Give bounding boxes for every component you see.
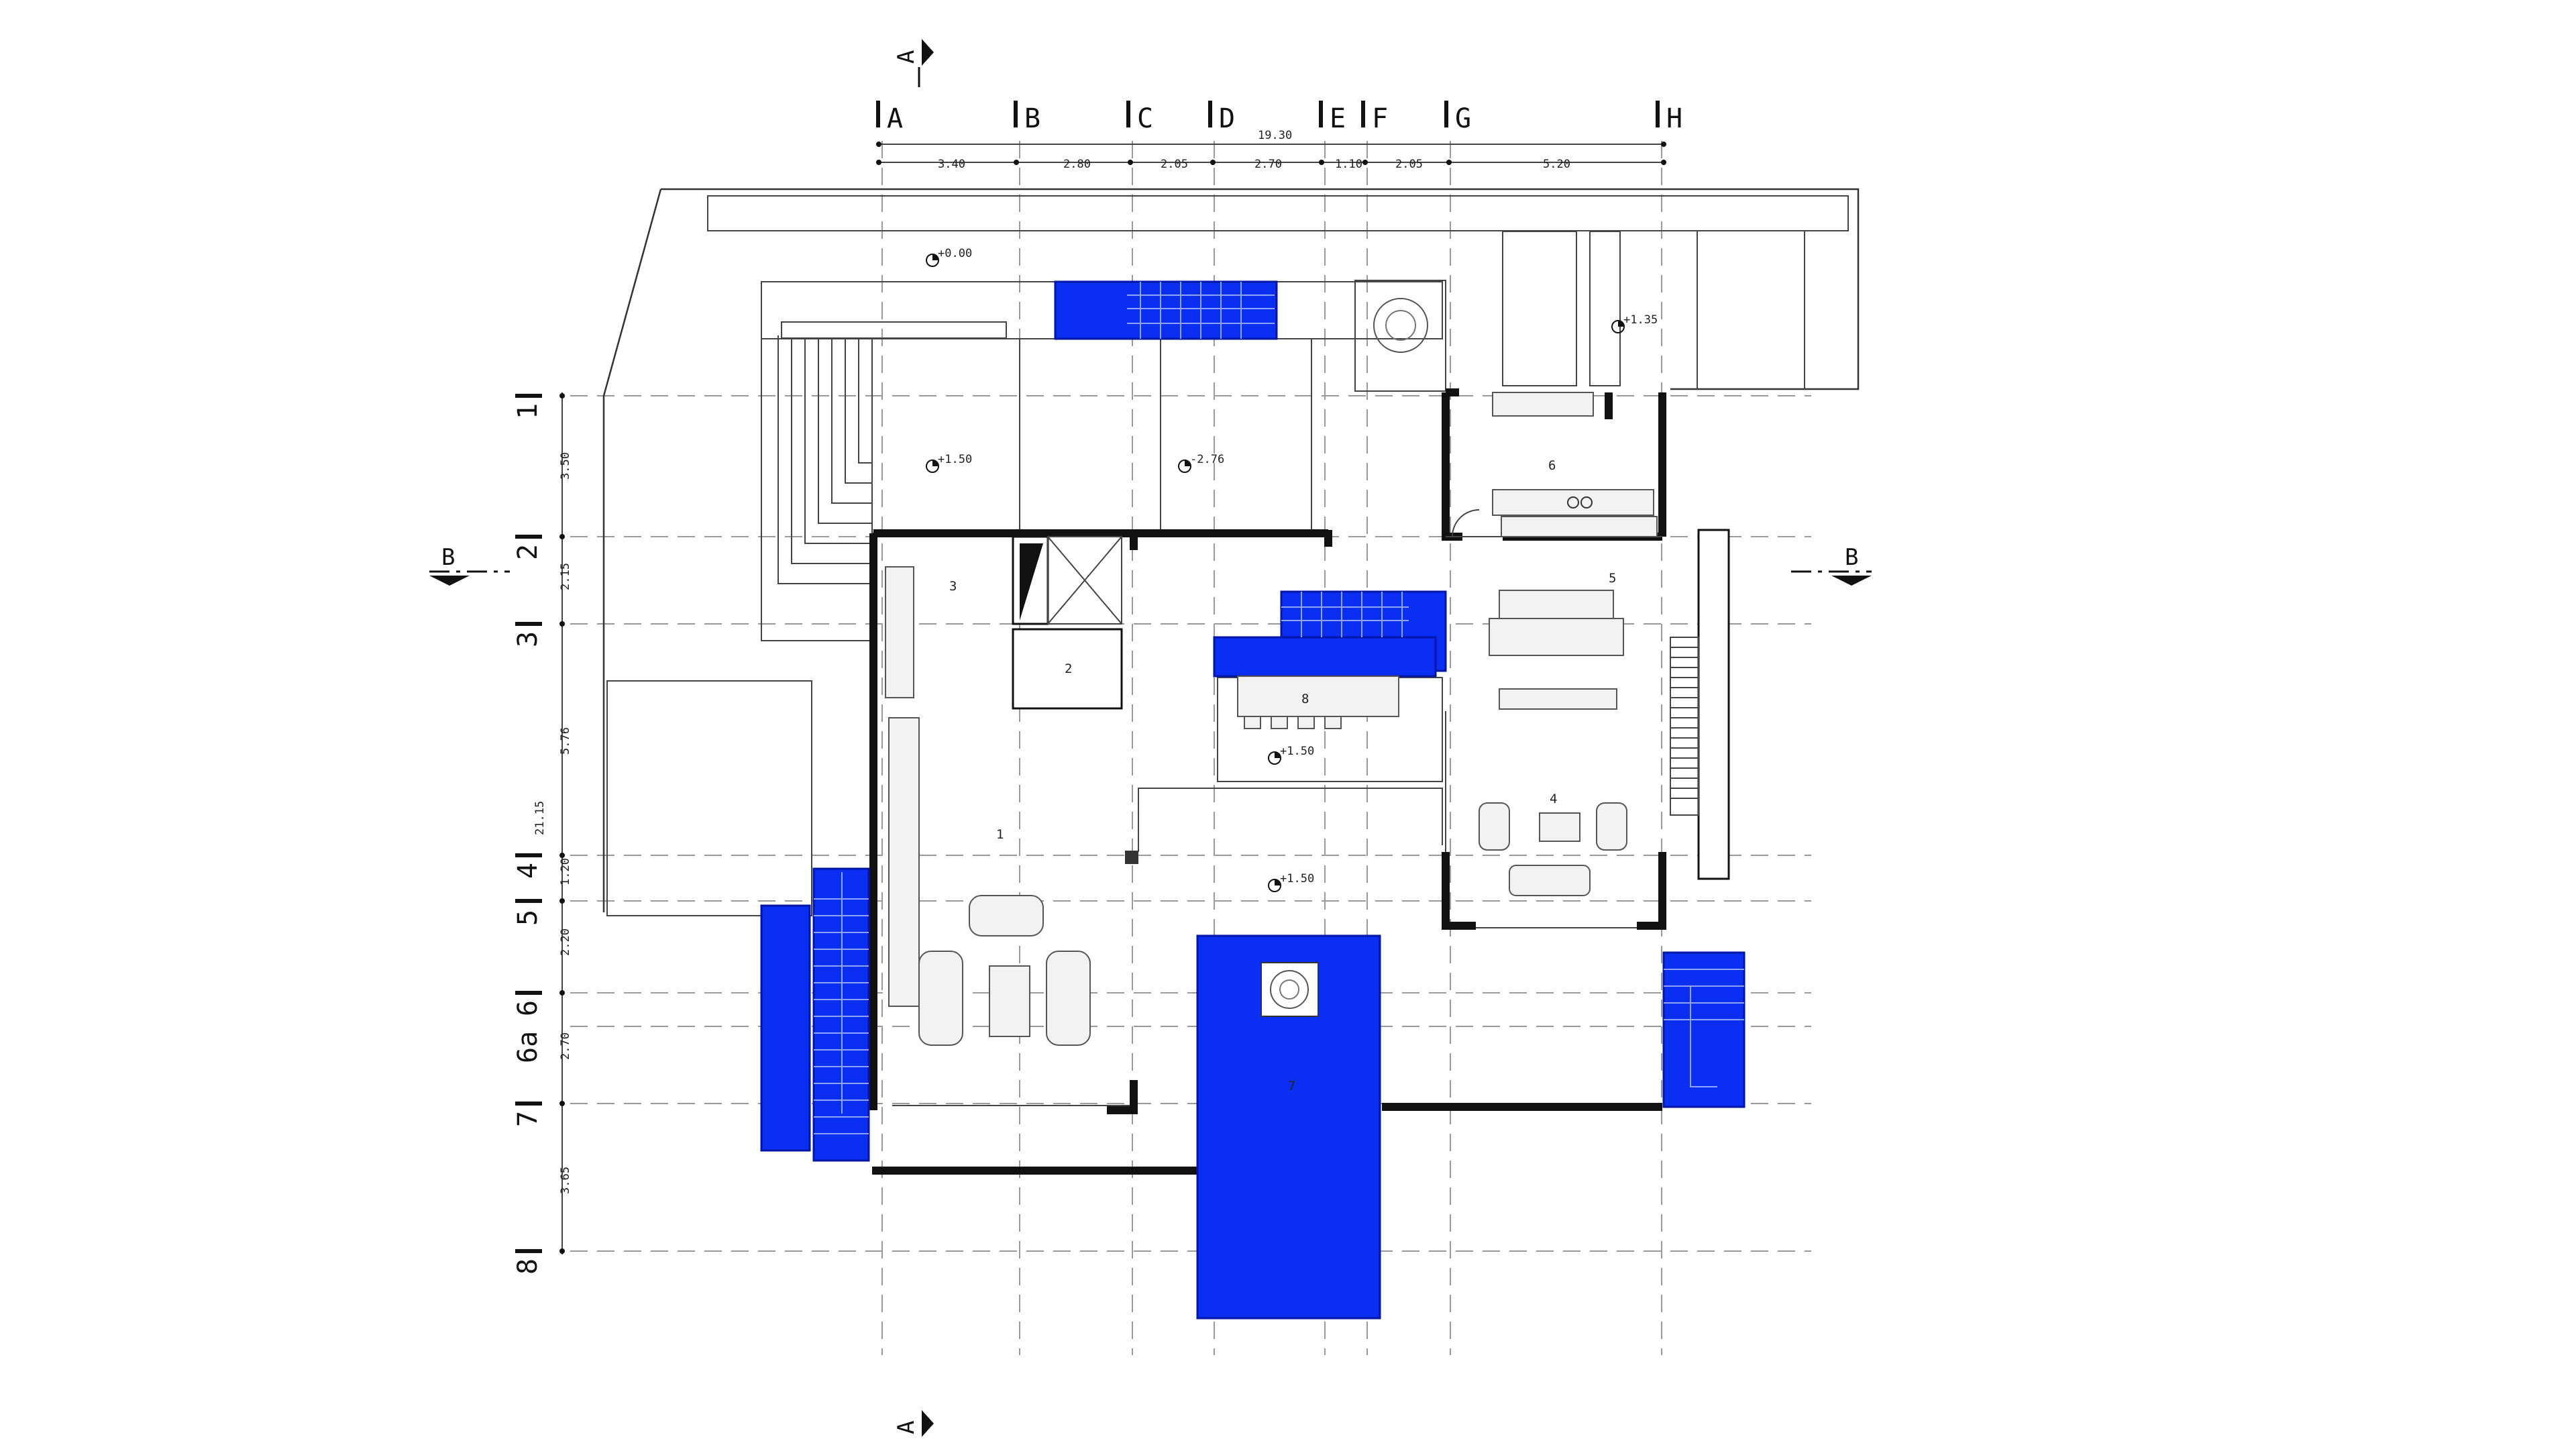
grid-label-2: 2 xyxy=(513,544,543,560)
level-label: +0.00 xyxy=(938,247,972,260)
level-marker: +1.50 xyxy=(1268,872,1314,892)
room-label-5: 5 xyxy=(1609,571,1616,586)
row-markers: 1 2 3 4 5 6 6a 7 8 xyxy=(513,394,543,1275)
grid-label-4: 4 xyxy=(513,863,543,879)
level-marker: +1.35 xyxy=(1611,313,1658,333)
dim-e-f: 1.10 xyxy=(1335,158,1362,171)
section-marker-b-right: B xyxy=(1791,544,1872,586)
dim-4-5: 1.20 xyxy=(559,858,572,885)
row-total-dimension: 21.15 xyxy=(533,801,547,835)
room-label-6: 6 xyxy=(1548,458,1556,473)
section-label-a-bottom: A xyxy=(893,1421,920,1434)
row-dimension-chain: 3.50 2.15 5.76 1.20 2.20 2.70 3.65 21.15 xyxy=(533,392,572,1254)
section-marker-b-left: B xyxy=(429,544,510,586)
dim-b-c: 2.80 xyxy=(1063,158,1091,171)
room-label-4: 4 xyxy=(1550,792,1557,806)
dim-1-2: 3.50 xyxy=(559,452,572,480)
hall-furniture xyxy=(885,566,1091,1046)
terrace-steps xyxy=(777,335,872,584)
grid-label-d: D xyxy=(1219,103,1235,134)
section-marker-a-top: A xyxy=(893,39,934,87)
dining-blue-stair xyxy=(1213,590,1447,729)
dim-d-e: 2.70 xyxy=(1254,158,1282,171)
upper-blue-stair xyxy=(1054,280,1278,340)
section-label-a-top: A xyxy=(893,50,920,64)
level-marker: +1.50 xyxy=(926,453,972,473)
site-outline xyxy=(602,188,1860,912)
kitchen-counters xyxy=(1452,392,1658,537)
main-walls xyxy=(869,388,1730,1175)
dim-2-3: 2.15 xyxy=(559,563,572,590)
dim-g-h: 5.20 xyxy=(1543,158,1570,171)
level-marker: -2.76 xyxy=(1178,453,1224,473)
section-label-b-left: B xyxy=(441,544,455,571)
grid-label-6a: 6a xyxy=(513,1031,543,1063)
grid-label-5: 5 xyxy=(513,910,543,926)
section-label-b-right: B xyxy=(1845,544,1858,571)
grid-label-b: B xyxy=(1024,103,1040,134)
grid-label-c: C xyxy=(1137,103,1153,134)
level-label: +1.50 xyxy=(1280,745,1314,758)
room-label-8: 8 xyxy=(1301,692,1309,706)
dim-7-8: 3.65 xyxy=(559,1167,572,1194)
level-label: +1.50 xyxy=(938,453,972,466)
grid-label-7: 7 xyxy=(513,1111,543,1127)
left-slab xyxy=(606,680,812,916)
room-label-7: 7 xyxy=(1288,1079,1295,1093)
grid-label-f: F xyxy=(1372,103,1388,134)
left-blue-stair xyxy=(760,867,870,1162)
grid-label-6: 6 xyxy=(513,1000,543,1016)
dim-f-g: 2.05 xyxy=(1395,158,1423,171)
grid-label-3: 3 xyxy=(513,631,543,647)
grid-label-g: G xyxy=(1455,103,1471,134)
right-stair-treads xyxy=(1670,647,1699,799)
grid-label-h: H xyxy=(1666,103,1682,134)
section-marker-a-bottom: A xyxy=(893,1410,934,1437)
dim-c-d: 2.05 xyxy=(1161,158,1188,171)
grid-label-e: E xyxy=(1330,103,1346,134)
room-label-3: 3 xyxy=(949,579,957,594)
room-labels: 1 2 3 4 5 6 7 8 xyxy=(949,458,1616,1093)
level-markers: +0.00 +1.35 +1.50 -2.76 +1.50 +1.50 xyxy=(926,247,1658,892)
upper-planter xyxy=(1354,280,1446,392)
grid-label-1: 1 xyxy=(513,403,543,419)
level-label: +1.35 xyxy=(1623,313,1658,327)
kitchen-island xyxy=(1489,590,1624,710)
dim-5-6: 2.20 xyxy=(559,928,572,956)
level-label: -2.76 xyxy=(1190,453,1224,466)
grid-label-8: 8 xyxy=(513,1258,543,1275)
dim-a-b: 3.40 xyxy=(938,158,965,171)
dim-3-4: 5.76 xyxy=(559,727,572,755)
level-marker: +0.00 xyxy=(926,247,972,267)
level-label: +1.50 xyxy=(1280,872,1314,885)
grid-label-a: A xyxy=(887,103,903,134)
level-marker: +1.50 xyxy=(1268,745,1314,765)
column-markers: A B C D E F G H xyxy=(876,101,1682,134)
right-blue-stair xyxy=(1662,951,1746,1108)
living-furniture xyxy=(1479,802,1627,896)
dim-6-7: 2.70 xyxy=(559,1032,572,1060)
room-label-2: 2 xyxy=(1065,661,1072,676)
pool xyxy=(1196,934,1381,1320)
column-dimension-chain: 19.30 3.40 2.80 2.05 2.70 1.10 2.05 5.20 xyxy=(876,129,1666,171)
room-label-1: 1 xyxy=(996,827,1004,842)
column-total-dimension: 19.30 xyxy=(1258,129,1292,142)
